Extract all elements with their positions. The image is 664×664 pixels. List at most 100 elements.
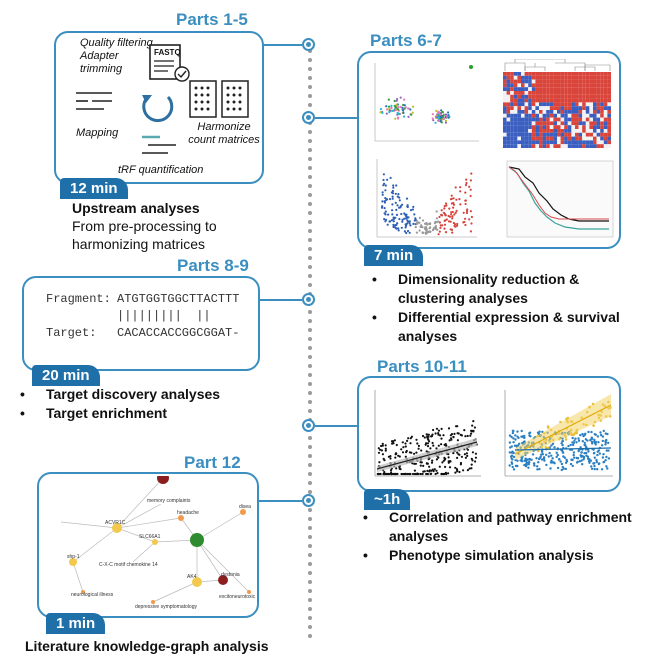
heatmap-cell bbox=[549, 102, 554, 107]
plot-point bbox=[573, 439, 576, 442]
heatmap-cell bbox=[513, 117, 518, 122]
plot-point bbox=[444, 202, 448, 205]
heatmap-cell bbox=[517, 75, 521, 80]
heatmap-cell bbox=[560, 132, 565, 137]
connector-line bbox=[315, 117, 359, 119]
heatmap-cell bbox=[585, 79, 590, 84]
heatmap-cell bbox=[524, 75, 529, 80]
heatmap-cell bbox=[521, 72, 525, 76]
heatmap-cell bbox=[553, 98, 557, 103]
plot-point bbox=[455, 198, 458, 201]
plot-point bbox=[435, 210, 438, 213]
timeline-dot bbox=[308, 625, 312, 629]
heatmap-cell bbox=[607, 110, 611, 114]
parts-8-9-title: Parts 8-9 bbox=[177, 256, 249, 275]
plot-point bbox=[381, 193, 384, 196]
plot-point bbox=[597, 441, 600, 444]
plot-point bbox=[443, 456, 446, 459]
heatmap-cell bbox=[607, 117, 611, 122]
plot-point bbox=[565, 458, 568, 461]
plot-point bbox=[466, 454, 469, 457]
plot-point bbox=[391, 195, 394, 198]
heatmap-cell bbox=[575, 106, 579, 110]
heatmap-cell bbox=[589, 117, 593, 122]
cluster-scatter-plot bbox=[374, 63, 479, 142]
timeline-dot bbox=[308, 76, 312, 80]
plot-point bbox=[472, 420, 475, 423]
plot-point bbox=[536, 465, 539, 468]
plot-point bbox=[396, 111, 399, 114]
heatmap-cell bbox=[553, 110, 557, 114]
plot-point bbox=[444, 465, 447, 468]
heatmap-cell bbox=[564, 117, 568, 122]
plot-point bbox=[428, 230, 431, 233]
plot-point bbox=[394, 192, 397, 195]
plot-point bbox=[440, 109, 443, 112]
phenotype-simulation-plot bbox=[504, 390, 613, 477]
plot-point bbox=[448, 439, 451, 442]
plot-point bbox=[448, 466, 452, 469]
plot-point bbox=[393, 109, 396, 112]
heatmap-cell bbox=[564, 129, 568, 133]
plot-point bbox=[561, 465, 564, 469]
heatmap-cell bbox=[575, 140, 579, 145]
plot-point bbox=[520, 435, 523, 438]
plot-point bbox=[397, 106, 400, 109]
plot-point bbox=[447, 460, 450, 463]
heatmap-cell bbox=[600, 79, 604, 84]
heatmap-cell bbox=[575, 98, 579, 103]
timeline-dot bbox=[308, 562, 312, 566]
plot-point bbox=[406, 229, 410, 233]
plot-point bbox=[440, 437, 443, 440]
heatmap-cell bbox=[582, 83, 586, 88]
plot-point bbox=[411, 111, 414, 114]
heatmap-cell bbox=[582, 98, 586, 103]
heatmap-cell bbox=[596, 136, 601, 141]
heatmap-cell bbox=[524, 125, 529, 129]
heatmap-cell bbox=[513, 98, 518, 103]
plot-point bbox=[425, 433, 428, 436]
heatmap-cell bbox=[542, 132, 547, 137]
heatmap-cell bbox=[578, 94, 583, 99]
timeline-dot bbox=[308, 355, 312, 359]
plot-point bbox=[607, 441, 610, 445]
timeline-dot bbox=[308, 409, 312, 413]
heatmap-cell bbox=[560, 98, 565, 103]
heatmap-cell bbox=[596, 140, 601, 145]
heatmap-cell bbox=[585, 140, 590, 145]
plot-point bbox=[601, 456, 605, 459]
plot-point bbox=[599, 433, 603, 437]
heatmap-cell bbox=[596, 75, 601, 80]
plot-point bbox=[465, 178, 468, 181]
graph-node-label: disea bbox=[239, 504, 251, 510]
heatmap-cell bbox=[603, 117, 608, 122]
plot-point bbox=[395, 467, 398, 470]
graph-node-label: SLC66A1 bbox=[139, 534, 161, 540]
quality-filtering-label: Quality filtering, Adapter trimming bbox=[80, 37, 156, 75]
plot-point bbox=[443, 472, 446, 476]
heatmap-cell bbox=[589, 75, 593, 80]
plot-point bbox=[543, 459, 546, 462]
plot-point bbox=[379, 108, 383, 111]
plot-point bbox=[569, 462, 573, 466]
plot-point bbox=[561, 443, 564, 447]
heatmap-cell bbox=[506, 106, 511, 110]
plot-point bbox=[377, 447, 380, 450]
heatmap-cell bbox=[535, 94, 539, 99]
heatmap-cell bbox=[600, 132, 604, 137]
parts-6-7-bullets: Dimensionality reduction & clustering an… bbox=[372, 270, 642, 346]
plot-point bbox=[447, 114, 450, 117]
heatmap-cell bbox=[531, 75, 536, 80]
plot-point bbox=[434, 432, 437, 435]
plot-point bbox=[383, 459, 386, 462]
plot-point bbox=[454, 471, 457, 474]
heatmap-cell bbox=[542, 117, 547, 122]
plot-point bbox=[439, 115, 443, 119]
heatmap-cell bbox=[596, 98, 601, 103]
part-12-time-badge: 1 min bbox=[46, 613, 106, 634]
plot-point bbox=[385, 218, 388, 221]
plot-point bbox=[462, 221, 465, 224]
heatmap-cell bbox=[560, 136, 565, 141]
plot-point bbox=[399, 205, 402, 208]
plot-point bbox=[607, 449, 610, 452]
